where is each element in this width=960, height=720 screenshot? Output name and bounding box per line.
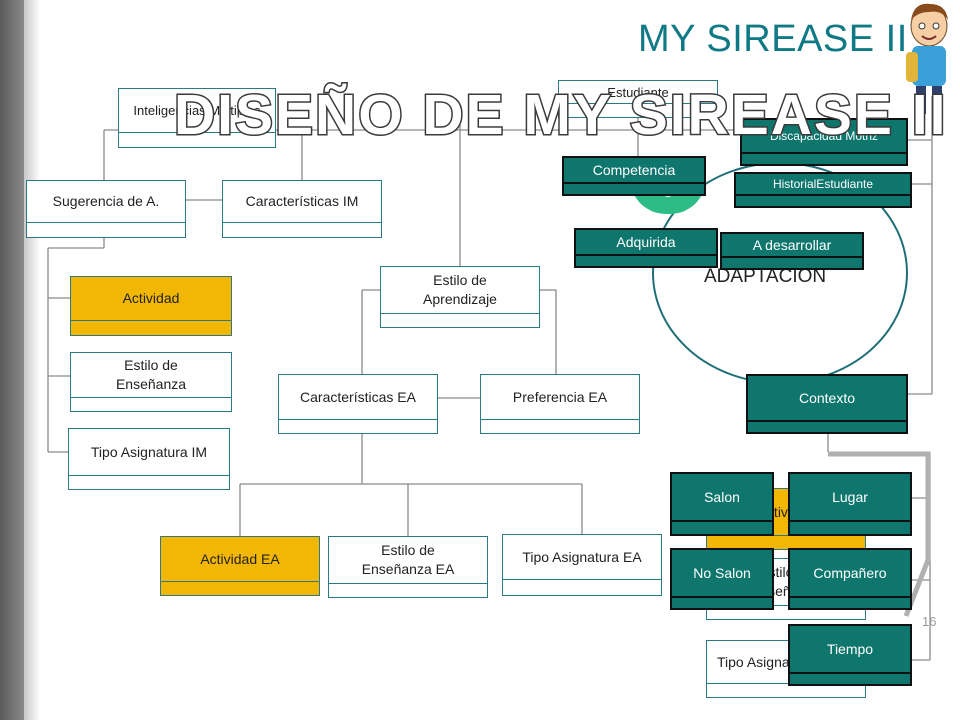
node-actividad-ea: Actividad EA: [160, 536, 320, 596]
subtitle: MY SIREASE II: [638, 18, 908, 60]
node-lugar: Lugar: [788, 472, 912, 536]
page-number: 16: [922, 614, 937, 629]
node-caracteristicas-ea: Características EA: [278, 374, 438, 434]
node-salon: Salon: [670, 472, 774, 536]
node-adquirida: Adquirida: [574, 228, 718, 268]
node-a-desarrollar: A desarrollar: [720, 232, 864, 270]
main-title: DISEÑO DE MY SIREASE II: [174, 83, 947, 147]
node-contexto: Contexto: [746, 374, 908, 434]
node-estilo-aprendizaje: Estilo de Aprendizaje: [380, 266, 540, 328]
node-discapacidad: Discapacidad Motriz: [740, 118, 908, 166]
node-estilo-ensenanza: Estilo de Enseñanza: [70, 352, 232, 412]
node-preferencia-ea: Preferencia EA: [480, 374, 640, 434]
node-estilo-ensenanza-ea: Estilo de Enseñanza EA: [328, 536, 488, 598]
adaptacion-label: ADAPTACIÓN: [704, 266, 827, 287]
node-inteligencias: Inteligencias Múltiples: [118, 88, 276, 148]
node-tipo-asignatura-im: Tipo Asignatura IM: [68, 428, 230, 490]
student-avatar-icon: [906, 3, 948, 114]
node-historial: HistorialEstudiante: [734, 172, 912, 208]
node-actividad: Actividad: [70, 276, 232, 336]
left-decor-bar: [0, 0, 24, 720]
node-tipo-asignatura-ea: Tipo Asignatura EA: [502, 534, 662, 596]
node-sugerencia: Sugerencia de A.: [26, 180, 186, 238]
node-estudiante: Estudiante: [558, 80, 718, 118]
node-tiempo: Tiempo: [788, 624, 912, 686]
node-competencia: Competencia: [562, 156, 706, 196]
node-no-salon: No Salon: [670, 548, 774, 610]
node-companero: Compañero: [788, 548, 912, 610]
node-caracteristicas-im: Características IM: [222, 180, 382, 238]
